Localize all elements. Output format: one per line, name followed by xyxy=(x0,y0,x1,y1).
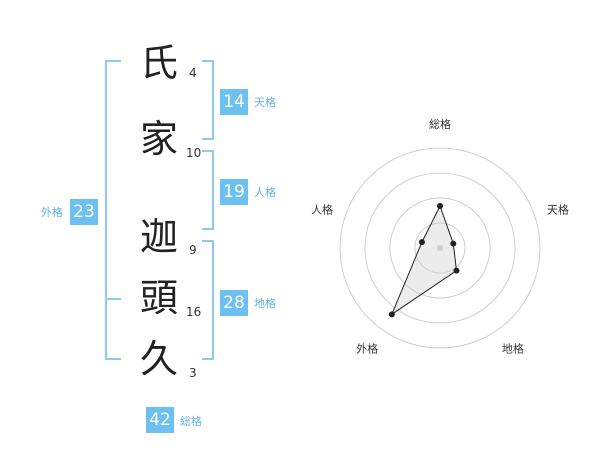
name-char-1: 氏 xyxy=(139,41,178,85)
radar-point-2 xyxy=(450,240,457,247)
gaikaku-label: 外格 xyxy=(41,206,63,219)
radar-axis-label-3: 地格 xyxy=(502,341,524,355)
soukaku-label: 総格 xyxy=(180,415,202,428)
radar-center-point xyxy=(437,245,443,251)
radar-ring xyxy=(414,222,466,274)
radar-point-5 xyxy=(418,239,425,246)
jinkaku-value-box: 19 xyxy=(220,179,248,205)
stroke-count-5: 3 xyxy=(189,366,197,380)
radar-ring xyxy=(364,172,516,324)
stroke-count-2: 10 xyxy=(186,146,202,160)
chikaku-label: 地格 xyxy=(254,297,276,310)
tenkaku-bracket xyxy=(202,60,214,140)
gaikaku-bracket xyxy=(105,60,121,360)
radar-point-1 xyxy=(437,203,443,209)
radar-axis-label-4: 外格 xyxy=(356,341,378,355)
stroke-count-4: 16 xyxy=(186,305,202,319)
stroke-count-1: 4 xyxy=(189,66,197,80)
name-char-5: 久 xyxy=(139,337,178,381)
radar-series-polygon xyxy=(390,204,457,316)
gaikaku-bracket-tick xyxy=(105,298,121,300)
tenkaku-value-box: 14 xyxy=(220,89,248,115)
jinkaku-bracket xyxy=(202,150,214,230)
chikaku-value-box: 28 xyxy=(220,290,248,316)
radar-axis-label-5: 人格 xyxy=(311,203,333,217)
tenkaku-label: 天格 xyxy=(254,96,276,109)
gaikaku-value-box: 23 xyxy=(70,199,98,225)
chikaku-bracket xyxy=(202,240,214,360)
radar-point-4 xyxy=(388,311,395,318)
soukaku-value-box: 42 xyxy=(146,407,174,433)
stroke-count-3: 9 xyxy=(189,243,197,257)
radar-ring xyxy=(339,147,541,349)
radar-point-3 xyxy=(453,267,460,274)
name-char-2: 家 xyxy=(139,117,178,161)
name-char-4: 頭 xyxy=(139,276,178,320)
radar-axis-label-1: 総格 xyxy=(429,117,451,131)
jinkaku-label: 人格 xyxy=(254,186,276,199)
radar-axis-label-2: 天格 xyxy=(547,203,569,217)
name-char-3: 迦 xyxy=(139,215,178,259)
radar-ring xyxy=(389,197,491,299)
